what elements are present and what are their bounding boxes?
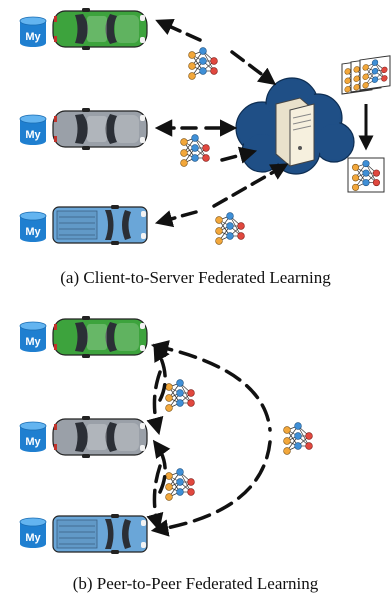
caption-client-server: (a) Client-to-Server Federated Learning — [60, 268, 331, 287]
caption-peer-to-peer: (b) Peer-to-Peer Federated Learning — [72, 574, 319, 593]
database-icon: My — [19, 421, 47, 453]
truck-icon-blue — [52, 513, 148, 555]
client-server-arrows — [154, 19, 289, 228]
database-label: My — [25, 436, 41, 448]
database-icon: My — [19, 517, 47, 549]
model-stack-icon — [341, 55, 391, 95]
neural-network-icon — [165, 379, 195, 412]
database-label: My — [25, 129, 41, 141]
truck-icon-blue — [52, 204, 148, 246]
car-icon-silver — [52, 107, 148, 151]
neural-network-icon — [180, 134, 210, 167]
database-icon: My — [19, 211, 47, 243]
database-icon: My — [19, 114, 47, 146]
database-label: My — [25, 31, 41, 43]
global-model-icon — [347, 157, 385, 193]
database-label: My — [25, 336, 41, 348]
cloud-server-icon — [235, 77, 355, 175]
neural-network-icon — [165, 468, 195, 501]
car-icon-green — [52, 7, 148, 51]
database-label: My — [25, 532, 41, 544]
car-icon-silver — [52, 415, 148, 459]
car-icon-green — [52, 315, 148, 359]
peer-to-peer-arrows — [146, 340, 272, 537]
neural-network-icon — [283, 422, 313, 455]
neural-network-icon — [188, 47, 218, 80]
database-label: My — [25, 226, 41, 238]
neural-network-icon — [215, 212, 245, 245]
database-icon: My — [19, 321, 47, 353]
database-icon: My — [19, 16, 47, 48]
